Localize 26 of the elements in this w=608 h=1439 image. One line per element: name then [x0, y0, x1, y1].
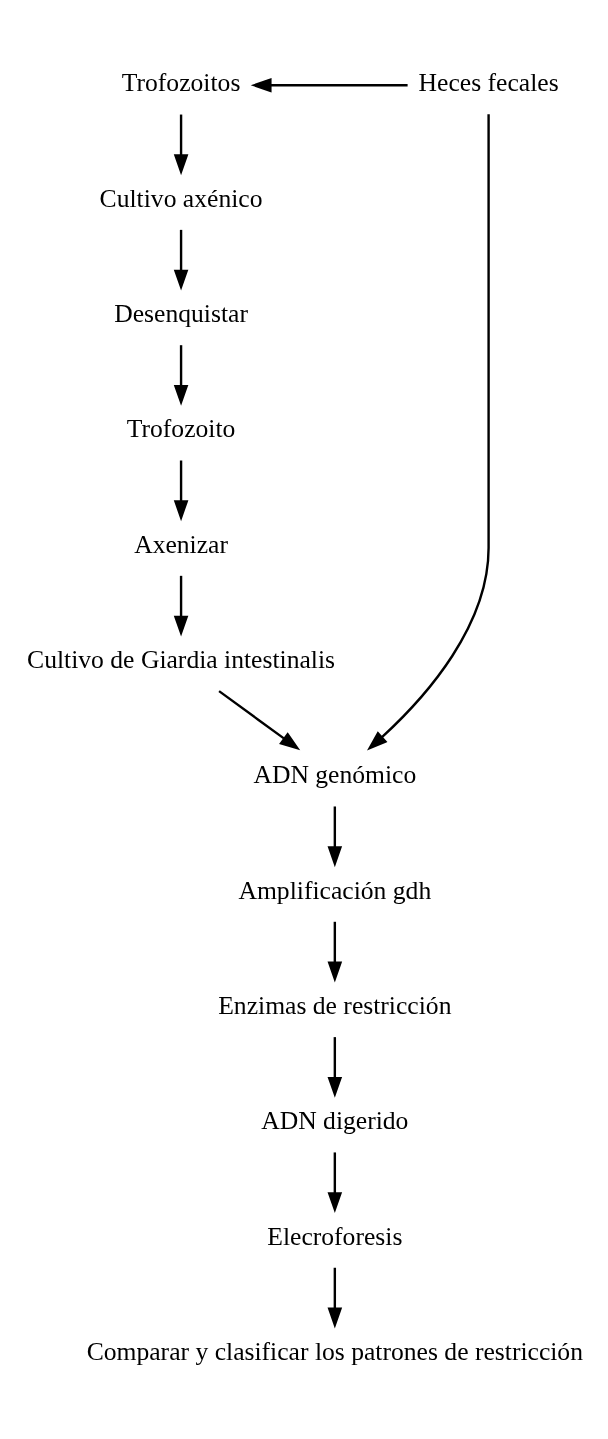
node-text: Comparar y clasificar los patrones de restricción: [86, 1336, 584, 1366]
node-text: Trofozoito: [126, 414, 236, 444]
node-text: Cultivo de Giardia intestinalis: [27, 644, 336, 674]
arrow: [250, 77, 408, 93]
node-text: Axenizar: [134, 529, 228, 559]
node-text: ADN digerido: [261, 1106, 409, 1136]
arrow: [327, 1267, 343, 1329]
arrow: [327, 1037, 343, 1098]
arrow: [173, 345, 189, 406]
arrow: [327, 806, 343, 868]
node-text: Desenquistar: [114, 298, 248, 328]
node-text: Cultivo axénico: [99, 183, 263, 213]
node-text: Enzimas de restricción: [218, 990, 452, 1020]
node-text: Amplificación gdh: [238, 875, 432, 905]
arrow: [327, 921, 343, 983]
arrow: [367, 114, 490, 751]
arrow: [327, 1152, 343, 1214]
arrow: [218, 690, 301, 751]
arrow: [173, 114, 189, 176]
node-text: ADN genómico: [253, 760, 417, 790]
arrow: [173, 460, 189, 522]
node-text: Elecroforesis: [267, 1221, 403, 1251]
node-text: Trofozoitos: [121, 68, 241, 98]
arrow: [173, 575, 189, 637]
arrow: [173, 229, 189, 291]
node-text: Heces fecales: [418, 68, 559, 98]
